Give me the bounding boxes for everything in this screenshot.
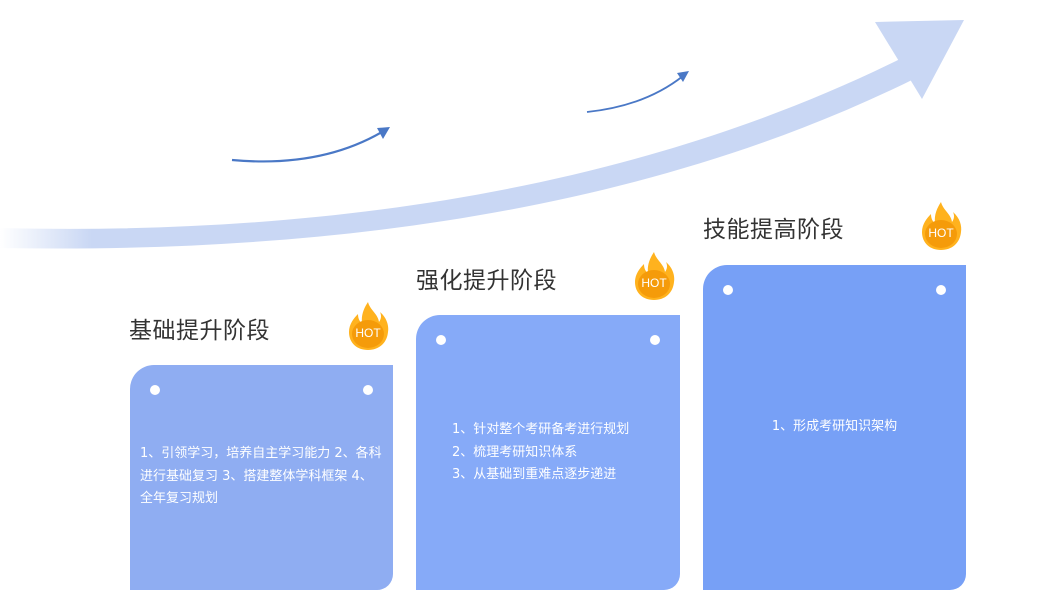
flame-icon bbox=[922, 202, 962, 250]
trend-arrow-head bbox=[875, 20, 964, 99]
card-pin bbox=[150, 385, 160, 395]
stage-1-hot-badge: HOT bbox=[346, 300, 390, 352]
stage-3-card: 1、形成考研知识架构 bbox=[703, 265, 966, 590]
stage-2-title: 强化提升阶段 bbox=[416, 268, 557, 294]
hot-label: HOT bbox=[355, 326, 381, 340]
flame-icon bbox=[635, 252, 675, 300]
hot-label: HOT bbox=[928, 226, 954, 240]
curved-arrow-icon bbox=[231, 127, 390, 163]
card-pin bbox=[650, 335, 660, 345]
stage-3-hot-badge: HOT bbox=[919, 200, 963, 252]
stage-1-title: 基础提升阶段 bbox=[129, 318, 270, 344]
stage-2-hot-badge: HOT bbox=[632, 250, 676, 302]
stage-2-card: 1、针对整个考研备考进行规划 2、梳理考研知识体系 3、从基础到重难点逐步递进 bbox=[416, 315, 680, 590]
card-pin bbox=[723, 285, 733, 295]
curved-arrow-icon bbox=[586, 71, 689, 113]
card-pin bbox=[363, 385, 373, 395]
stage-2-description: 1、针对整个考研备考进行规划 2、梳理考研知识体系 3、从基础到重难点逐步递进 bbox=[452, 422, 630, 482]
hot-label: HOT bbox=[641, 276, 667, 290]
stage-1-description: 1、引领学习，培养自主学习能力 2、各科进行基础复习 3、搭建整体学科框架 4、… bbox=[140, 446, 382, 506]
card-pin bbox=[436, 335, 446, 345]
stage-3-title: 技能提高阶段 bbox=[703, 217, 844, 243]
stage-3-description: 1、形成考研知识架构 bbox=[771, 419, 898, 434]
flame-icon bbox=[349, 302, 389, 350]
card-pin bbox=[936, 285, 946, 295]
stage-1-card: 1、引领学习，培养自主学习能力 2、各科进行基础复习 3、搭建整体学科框架 4、… bbox=[130, 365, 393, 590]
trend-arrow-icon bbox=[0, 58, 916, 249]
